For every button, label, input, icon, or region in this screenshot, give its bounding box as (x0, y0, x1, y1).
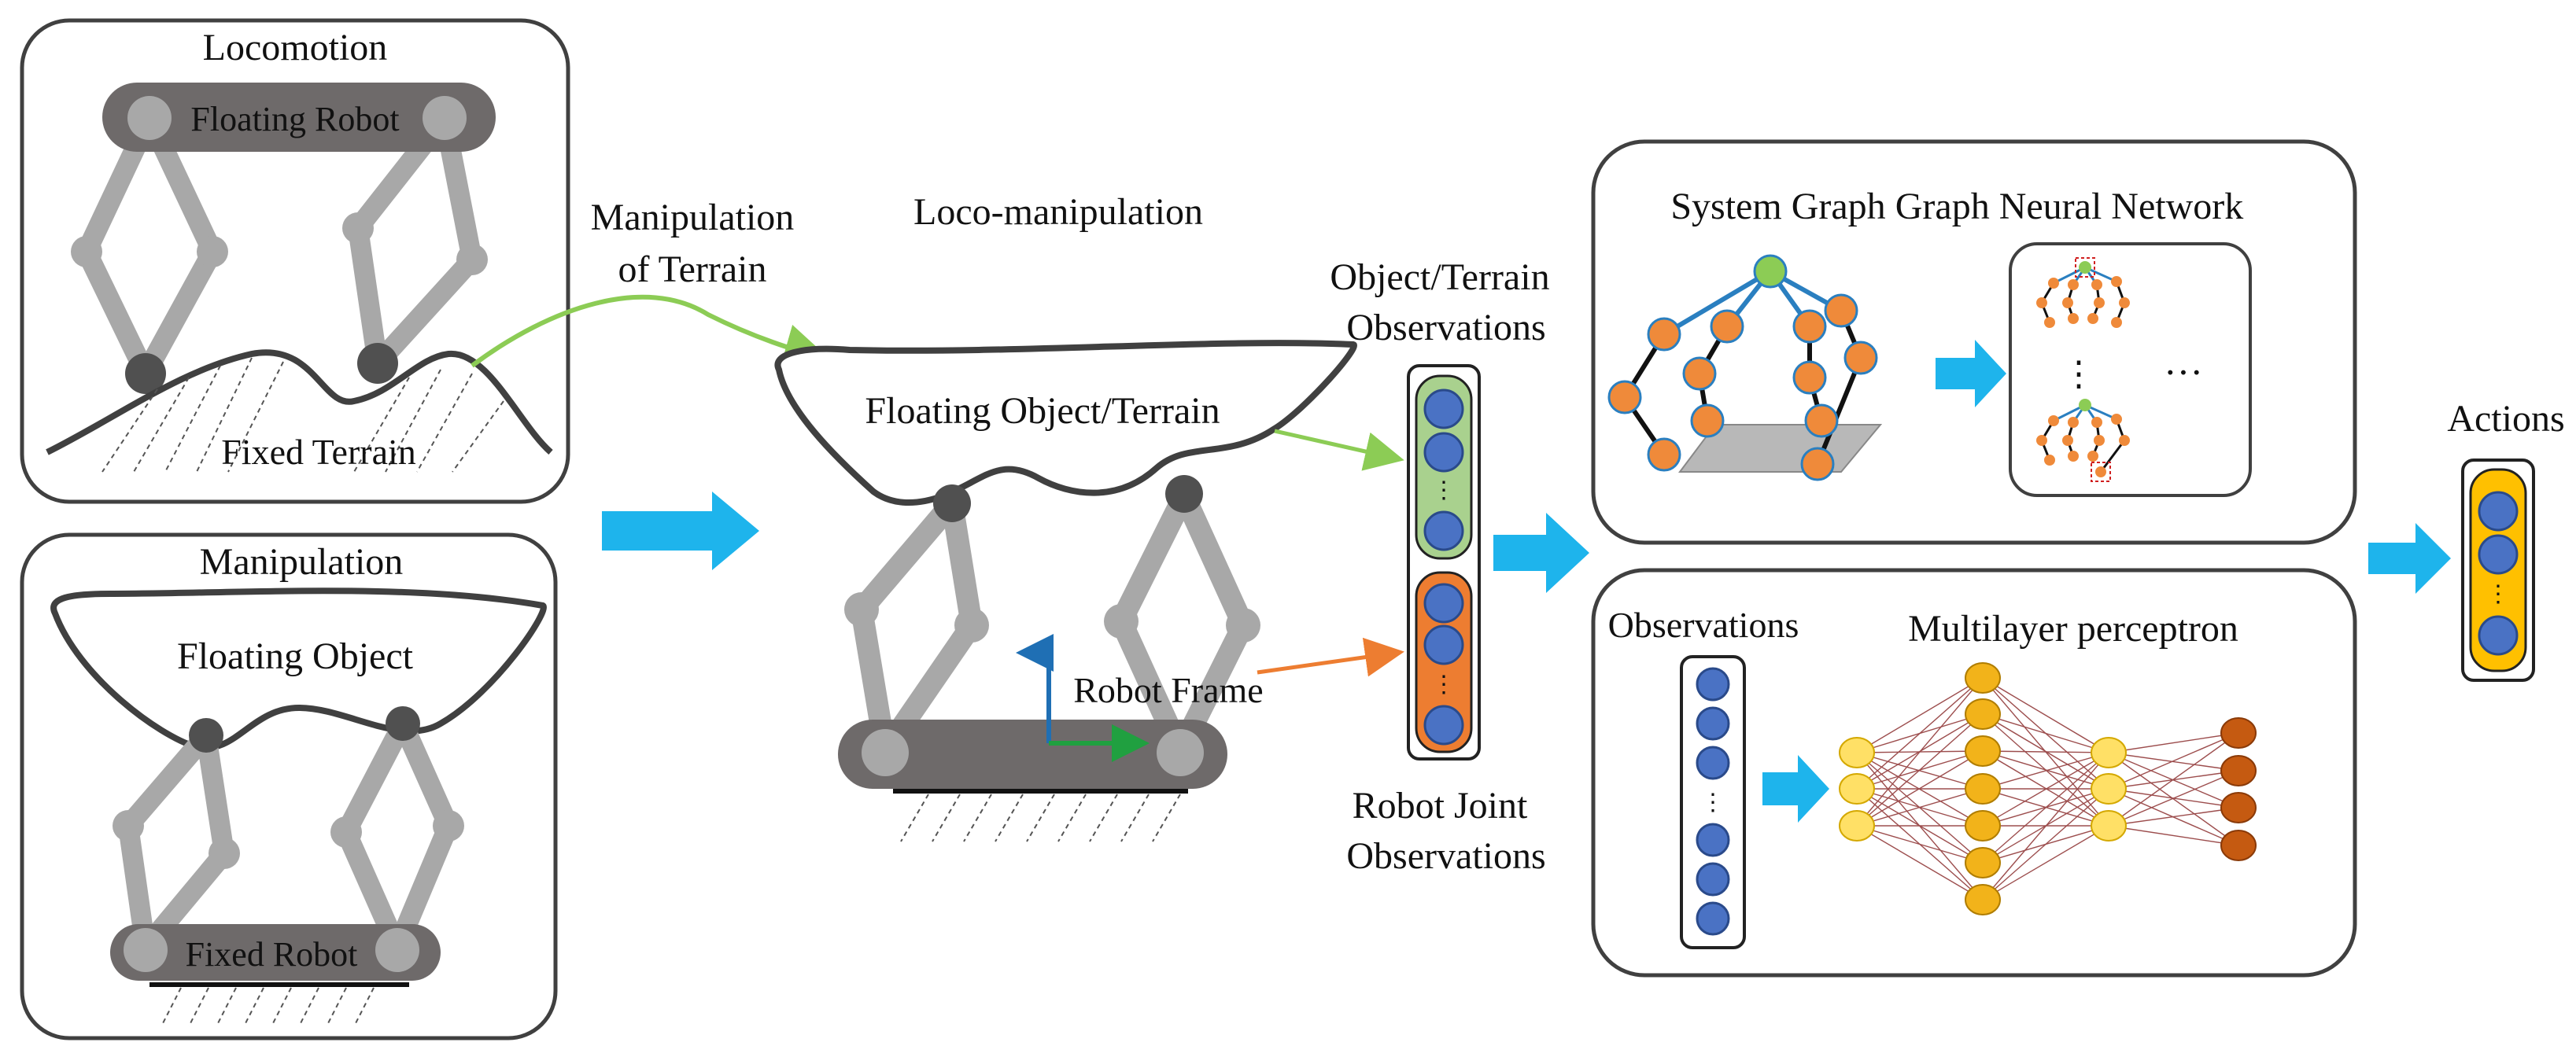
mlp-edge (1982, 677, 2109, 753)
robot-joint-obs-label-2: Observations (1346, 835, 1545, 877)
floating-object-terrain-shape (774, 340, 1357, 506)
gnn-title: Graph Neural Network (1895, 186, 2244, 227)
system-graph (1607, 254, 1883, 481)
manipulation-title: Manipulation (200, 541, 404, 583)
mlp-edge (2108, 807, 2239, 827)
mlp-neuron-layer-4 (2220, 830, 2257, 861)
mlp-edge (1856, 677, 1984, 827)
mlp-edge (1982, 825, 2109, 900)
mlp-edge (1982, 788, 2109, 900)
manipulation-of-terrain-label-1: Manipulation (591, 197, 795, 238)
mlp-edge (2108, 732, 2239, 827)
flow-arrow-3 (2368, 523, 2451, 594)
mlp-neuron-layer-2 (1965, 735, 2001, 767)
mlp-title: Multilayer perceptron (1908, 608, 2238, 650)
gnn-panel: System Graph Graph Neural Network (1591, 139, 2357, 545)
mlp-neuron-layer-2 (1965, 662, 2001, 694)
mlp-neuron-layer-4 (2220, 717, 2257, 749)
system-graph-title: System Graph (1670, 186, 1885, 227)
gnn-inner-arrow (1936, 340, 2006, 407)
mlp-edge (1982, 713, 2109, 753)
object-obs-connector (1274, 429, 1404, 471)
terrain-hatching (101, 357, 504, 473)
mlp-neuron-layer-2 (1965, 884, 2001, 915)
mlp-neuron-layer-1 (1839, 810, 1875, 842)
fixed-terrain-curve (46, 349, 553, 455)
mlp-edge (1982, 752, 2109, 790)
floating-object-label: Floating Object (177, 635, 414, 677)
mlp-edge (2108, 732, 2239, 753)
observations-title: Observations (1608, 605, 1799, 645)
mlp-inner-arrow (1762, 755, 1829, 823)
gnn-ellipsis: ··· (2164, 350, 2203, 394)
mlp-neuron-layer-4 (2220, 755, 2257, 786)
locomotion-title: Locomotion (203, 27, 388, 68)
mlp-edge (1982, 752, 2109, 827)
svg-text:⋮: ⋮ (1432, 477, 1456, 503)
flow-arrow-1 (602, 492, 759, 570)
mlp-edge (1856, 677, 1984, 753)
mlp-edge (1856, 713, 1984, 827)
mlp-neuron-layer-3 (2091, 737, 2127, 768)
mlp-neuron-layer-2 (1965, 698, 2001, 730)
object-terrain-obs-label-2: Observations (1346, 307, 1545, 348)
floating-robot-body (102, 83, 496, 152)
mlp-neuron-layer-3 (2091, 810, 2127, 842)
floating-robot-label: Floating Robot (190, 100, 399, 138)
mlp-edge (1982, 752, 2109, 900)
robot-joint-obs-label-1: Robot Joint (1353, 785, 1528, 827)
mlp-edge (2108, 770, 2239, 827)
loco-manipulation-title: Loco-manipulation (913, 191, 1203, 233)
mlp-edge (1856, 788, 1984, 827)
mlp-edge (1856, 825, 1984, 900)
mlp-edge (2108, 752, 2239, 772)
actions-block: Actions ⋮ (2447, 398, 2565, 682)
actions-title: Actions (2447, 398, 2564, 440)
robot-frame-label: Robot Frame (1073, 670, 1263, 710)
mlp-edge (2108, 752, 2239, 846)
svg-text:⋮: ⋮ (2061, 355, 2096, 393)
svg-text:⋮: ⋮ (1432, 672, 1456, 698)
mlp-nodes (1839, 662, 2257, 915)
mlp-edge (1982, 750, 2109, 790)
mlp-neuron-layer-4 (2220, 792, 2257, 823)
manipulation-panel: Manipulation Floating Object Fixed Robot (20, 532, 558, 1040)
mlp-edge (2108, 732, 2239, 790)
mlp-edge (1982, 752, 2109, 864)
joint-obs-connector (1257, 637, 1404, 677)
mlp-edge (1856, 677, 1984, 790)
floating-object-terrain-label: Floating Object/Terrain (865, 390, 1220, 432)
gnn-mini-graph-top (2036, 257, 2130, 328)
mlp-neuron-layer-2 (1965, 773, 2001, 805)
object-terrain-obs-label-1: Object/Terrain (1330, 256, 1549, 298)
mlp-neuron-layer-1 (1839, 737, 1875, 768)
flow-arrow-2 (1493, 513, 1589, 593)
manipulation-of-terrain-arrow (471, 294, 832, 370)
svg-text:⋮: ⋮ (1701, 790, 1725, 816)
fixed-terrain-label: Fixed Terrain (221, 432, 416, 472)
mlp-panel: Observations Multilayer perceptron ⋮ (1591, 568, 2357, 978)
mlp-neuron-layer-3 (2091, 773, 2127, 805)
loco-manipulation-scene: Loco-manipulation Floating Object/Terrai… (774, 191, 1357, 842)
fixed-robot-base (110, 924, 441, 981)
mlp-edges (1856, 677, 2239, 900)
mlp-edge (1856, 825, 1984, 864)
svg-text:⋮: ⋮ (2486, 581, 2510, 607)
manipulation-of-terrain-label-2: of Terrain (618, 249, 767, 290)
mlp-edge (1856, 750, 1984, 827)
mlp-neuron-layer-1 (1839, 773, 1875, 805)
observation-stack: Object/Terrain Observations ⋮ ⋮ Robot Jo… (1330, 256, 1549, 877)
mlp-edge (1982, 750, 2109, 753)
mlp-edge (1856, 752, 1984, 790)
gnn-mini-graph-bottom (2036, 399, 2130, 482)
mlp-edge (2108, 825, 2239, 846)
mlp-neuron-layer-2 (1965, 810, 2001, 842)
locomotion-panel: Locomotion Floating Robot Fixed Ter (20, 18, 570, 504)
mlp-neuron-layer-2 (1965, 847, 2001, 878)
fixed-robot-label: Fixed Robot (186, 935, 358, 974)
